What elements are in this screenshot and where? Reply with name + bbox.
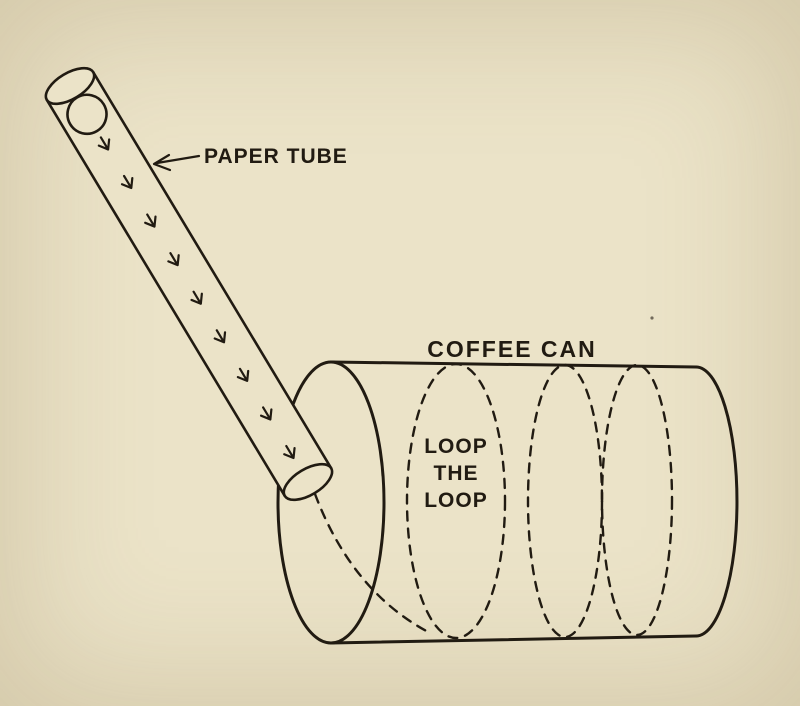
loop-label-line3: LOOP: [424, 489, 488, 512]
loop-track-ellipse-1: [405, 362, 507, 640]
marble-ball: [66, 93, 108, 136]
tube-sides: [45, 70, 333, 498]
coffee-can-label: COFFEE CAN: [427, 336, 597, 362]
ink-speck: [650, 316, 654, 320]
tube-body-fill: [45, 68, 333, 500]
coffee-can: [276, 360, 739, 645]
loop-entry-path: [313, 492, 432, 635]
loop-label-line1: LOOP: [424, 435, 488, 458]
loop-the-loop-label: LOOP THE LOOP: [420, 431, 491, 516]
loop-label-line2: THE: [434, 462, 479, 485]
can-right-cap: [694, 365, 739, 638]
loop-track-ellipse-3: [600, 363, 674, 637]
can-open-end: [276, 360, 386, 645]
can-body-lines: [329, 360, 698, 645]
loop-track-ellipse-2: [526, 363, 604, 639]
tube-bottom-cap: [282, 462, 334, 502]
flow-arrows-down-icon: [97, 136, 296, 460]
paper-tube-label: PAPER TUBE: [204, 145, 348, 168]
label-leader-arrow-icon: [152, 153, 201, 172]
paper-tube: [44, 66, 334, 502]
